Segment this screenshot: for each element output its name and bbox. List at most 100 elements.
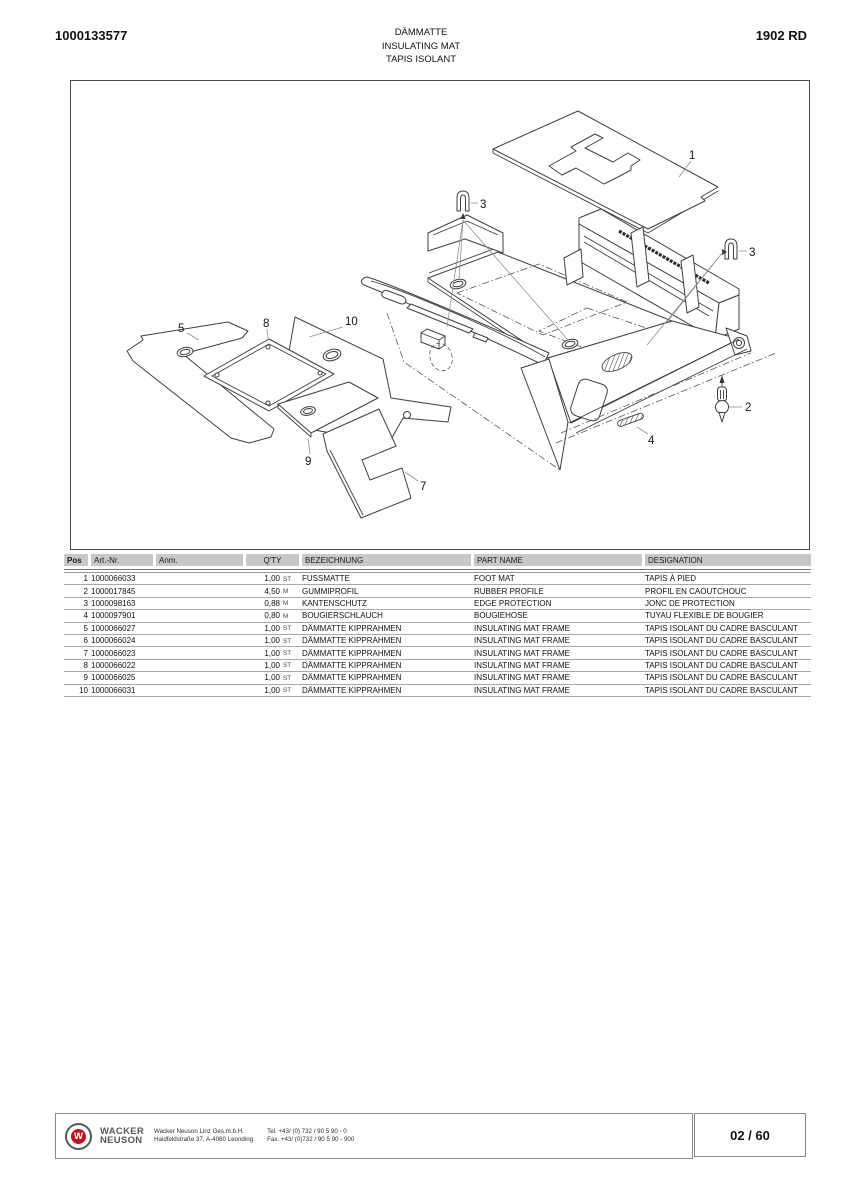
cell-pos: 4 <box>83 611 88 621</box>
callout-3-right: 3 <box>749 247 755 259</box>
cell-qty: 0,88 <box>264 598 280 608</box>
exploded-diagram-svg: 1 3 3 2 4 5 8 10 9 7 <box>126 110 777 519</box>
cell-qty: 4,50 <box>264 586 280 596</box>
cell-part-name: INSULATING MAT FRAME <box>474 660 571 670</box>
cell-qty: 0,80 <box>264 611 280 621</box>
parts-table-header: Pos Art.-Nr. Anm. Q'TY BEZEICHNUNG PART … <box>64 554 811 566</box>
cell-qty: 1,00 <box>264 660 280 670</box>
table-row: 6 1000066024 1,00 ST DÄMMATTE KIPPRAHMEN… <box>64 635 811 648</box>
callout-1: 1 <box>689 150 695 162</box>
cell-designation: PROFIL EN CAOUTCHOUC <box>645 586 747 596</box>
cell-unit: ST <box>283 637 292 645</box>
callout-7: 7 <box>420 481 426 493</box>
model-code: 1902 RD <box>755 28 807 43</box>
table-row: 8 1000066022 1,00 ST DÄMMATTE KIPPRAHMEN… <box>64 660 811 673</box>
cell-part-name: RUBBER PROFILE <box>474 586 544 596</box>
parts-table-body: 1 1000066033 1,00 ST FUSSMATTE FOOT MAT … <box>64 573 811 697</box>
cell-art-nr: 1000017845 <box>91 586 136 596</box>
cell-art-nr: 1000066031 <box>91 685 136 695</box>
part-9-mat <box>277 381 379 438</box>
cell-art-nr: 1000066024 <box>91 636 136 646</box>
cell-qty: 1,00 <box>264 623 280 633</box>
cell-part-name: INSULATING MAT FRAME <box>474 636 571 646</box>
logo-w-letter: W <box>71 1128 86 1144</box>
footer-company-bar: W WACKER NEUSON Wacker Neuson Linz Ges.m… <box>55 1113 693 1159</box>
cell-pos: 8 <box>83 660 88 670</box>
brand-wordmark: WACKER NEUSON <box>100 1126 144 1146</box>
column-header-desig: DESIGNATION <box>645 554 811 566</box>
cell-bezeichnung: DÄMMATTE KIPPRAHMEN <box>302 648 402 658</box>
cell-unit: ST <box>283 687 292 695</box>
company-name: Wacker Neuson Linz Ges.m.b.H. <box>154 1127 244 1135</box>
cell-part-name: BOUGIEHOSE <box>474 611 528 621</box>
cell-bezeichnung: DÄMMATTE KIPPRAHMEN <box>302 673 402 683</box>
exploded-diagram-panel: 1 3 3 2 4 5 8 10 9 7 <box>70 80 810 550</box>
title-english: INSULATING MAT <box>381 40 461 52</box>
cell-part-name: INSULATING MAT FRAME <box>474 623 571 633</box>
cell-part-name: EDGE PROTECTION <box>474 598 552 608</box>
page-number-box: 02 / 60 <box>694 1113 806 1157</box>
callout-4: 4 <box>648 435 655 447</box>
edge-clip-icon <box>646 238 747 346</box>
table-row: 5 1000066027 1,00 ST DÄMMATTE KIPPRAHMEN… <box>64 623 811 635</box>
cell-art-nr: 1000097901 <box>91 611 136 621</box>
callout-8: 8 <box>263 318 269 330</box>
table-row: 1 1000066033 1,00 ST FUSSMATTE FOOT MAT … <box>64 573 811 586</box>
cell-bezeichnung: DÄMMATTE KIPPRAHMEN <box>302 685 402 695</box>
table-row: 4 1000097901 0,80 M BOUGIERSCHLAUCH BOUG… <box>64 610 811 623</box>
callout-9: 9 <box>305 456 311 468</box>
column-header-bez: BEZEICHNUNG <box>302 554 471 566</box>
cell-pos: 10 <box>79 685 88 695</box>
cell-art-nr: 1000066025 <box>91 673 136 683</box>
cell-designation: TAPIS À PIED <box>645 574 696 584</box>
column-header-anm: Anm. <box>156 554 243 566</box>
cell-bezeichnung: DÄMMATTE KIPPRAHMEN <box>302 623 402 633</box>
page-title: DÄMMATTE INSULATING MAT TAPIS ISOLANT <box>0 26 842 67</box>
part-8-mat <box>203 338 335 412</box>
cell-bezeichnung: KANTENSCHUTZ <box>302 598 367 608</box>
cell-unit: ST <box>283 575 292 583</box>
callout-3-top: 3 <box>480 199 486 211</box>
callout-2: 2 <box>745 402 751 414</box>
cell-unit: ST <box>283 650 292 658</box>
cell-qty: 1,00 <box>264 636 280 646</box>
document-number: 1000133577 <box>55 28 128 43</box>
cell-art-nr: 1000066023 <box>91 648 136 658</box>
cell-part-name: INSULATING MAT FRAME <box>474 685 571 695</box>
cell-designation: TAPIS ISOLANT DU CADRE BASCULANT <box>645 685 799 695</box>
column-header-art: Art.-Nr. <box>91 554 153 566</box>
edge-clip-icon <box>446 190 569 341</box>
title-german: DÄMMATTE <box>394 27 448 38</box>
cell-pos: 7 <box>83 648 88 658</box>
parts-table: Pos Art.-Nr. Anm. Q'TY BEZEICHNUNG PART … <box>64 554 811 697</box>
cell-unit: M <box>283 600 289 608</box>
cell-bezeichnung: BOUGIERSCHLAUCH <box>302 611 383 621</box>
cell-unit: ST <box>283 674 292 682</box>
company-phone: Tel. +43/ (0) 732 / 90 5 90 - 0 Fax. +43… <box>267 1128 354 1145</box>
cell-pos: 6 <box>83 636 88 646</box>
callout-5: 5 <box>178 323 184 335</box>
table-row: 2 1000017845 4,50 M GUMMIPROFIL RUBBER P… <box>64 585 811 598</box>
cell-designation: JONC DE PROTECTION <box>645 598 735 608</box>
company-address: Wacker Neuson Linz Ges.m.b.H. Haidfeldst… <box>154 1128 253 1145</box>
column-header-pos: Pos <box>64 554 88 566</box>
cell-designation: TAPIS ISOLANT DU CADRE BASCULANT <box>645 673 799 683</box>
phone-number: Tel. +43/ (0) 732 / 90 5 90 - 0 <box>267 1127 347 1135</box>
cell-bezeichnung: GUMMIPROFIL <box>302 586 359 596</box>
cell-designation: TUYAU FLEXIBLE DE BOUGIER <box>645 611 764 621</box>
cell-pos: 2 <box>83 586 88 596</box>
title-french: TAPIS ISOLANT <box>385 54 457 65</box>
cell-part-name: INSULATING MAT FRAME <box>474 673 571 683</box>
page-number: 02 / 60 <box>730 1127 770 1143</box>
cell-qty: 1,00 <box>264 648 280 658</box>
part-5-mat <box>126 321 275 444</box>
table-row: 9 1000066025 1,00 ST DÄMMATTE KIPPRAHMEN… <box>64 672 811 685</box>
cell-art-nr: 1000098163 <box>91 598 136 608</box>
cell-art-nr: 1000066022 <box>91 660 136 670</box>
cell-designation: TAPIS ISOLANT DU CADRE BASCULANT <box>645 623 799 633</box>
cell-qty: 1,00 <box>264 685 280 695</box>
cell-designation: TAPIS ISOLANT DU CADRE BASCULANT <box>645 660 799 670</box>
table-row: 7 1000066023 1,00 ST DÄMMATTE KIPPRAHMEN… <box>64 647 811 660</box>
cell-bezeichnung: DÄMMATTE KIPPRAHMEN <box>302 660 402 670</box>
